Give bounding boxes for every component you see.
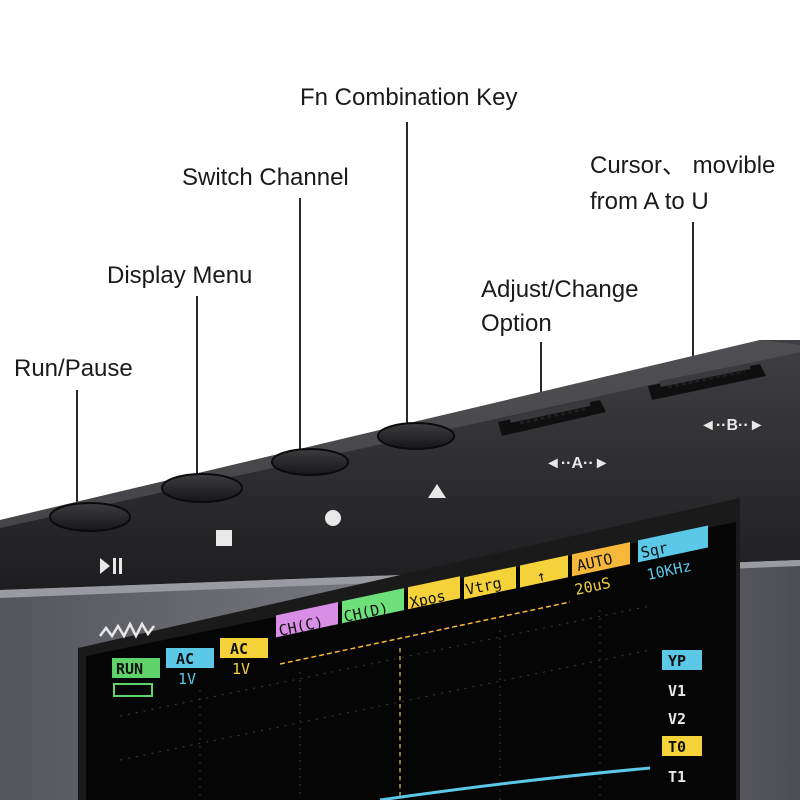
display-menu-button[interactable] [161, 473, 243, 503]
run-pause-button[interactable] [49, 502, 131, 532]
callout-fn-key: Fn Combination Key [300, 84, 518, 111]
callout-run-pause: Run/Pause [14, 355, 133, 382]
screen-volt-a: 1V [178, 670, 196, 688]
circle-icon [325, 510, 341, 526]
callout-adjust-line2: Option [481, 310, 552, 337]
leader-switch-channel [299, 198, 301, 456]
screen-coupling-a: AC [176, 650, 194, 668]
screen-coupling-b: AC [230, 640, 248, 658]
screen-run-status: RUN [116, 660, 143, 678]
callout-adjust-line1: Adjust/Change [481, 276, 639, 303]
screen-sqr: Sqr [639, 539, 669, 562]
battery-icon [113, 683, 153, 697]
switch-channel-button[interactable] [271, 448, 349, 476]
leader-fn-key [406, 122, 408, 427]
leader-display-menu [196, 296, 198, 481]
callout-cursor-line2: from A to U [590, 188, 709, 215]
square-icon [216, 530, 232, 546]
fn-combination-button[interactable] [377, 422, 455, 450]
screen-menu-v2: V2 [668, 710, 686, 728]
leader-run-pause [76, 390, 78, 510]
screen-menu-yp: YP [668, 652, 686, 670]
callout-cursor-line1: Cursor、 movible [590, 152, 776, 179]
wheel-b-label: ◄··B··► [700, 417, 765, 434]
screen-menu-v1: V1 [668, 682, 686, 700]
screen [86, 522, 736, 800]
play-pause-icon [100, 558, 122, 574]
triangle-icon [428, 484, 446, 498]
screen-trigger-edge: ↑ [535, 566, 548, 585]
wheel-b[interactable] [648, 363, 766, 400]
callout-switch-channel: Switch Channel [182, 164, 349, 191]
wheel-a[interactable] [498, 400, 606, 436]
leader-adjust [540, 342, 542, 408]
screen-menu-t0: T0 [668, 738, 686, 756]
screen-menu-t1: T1 [668, 768, 686, 786]
brand-logo [99, 621, 155, 639]
wheel-a-label: ◄··A··► [545, 455, 610, 472]
screen-volt-b: 1V [232, 660, 250, 678]
leader-cursor [692, 222, 694, 380]
callout-display-menu: Display Menu [107, 262, 253, 289]
